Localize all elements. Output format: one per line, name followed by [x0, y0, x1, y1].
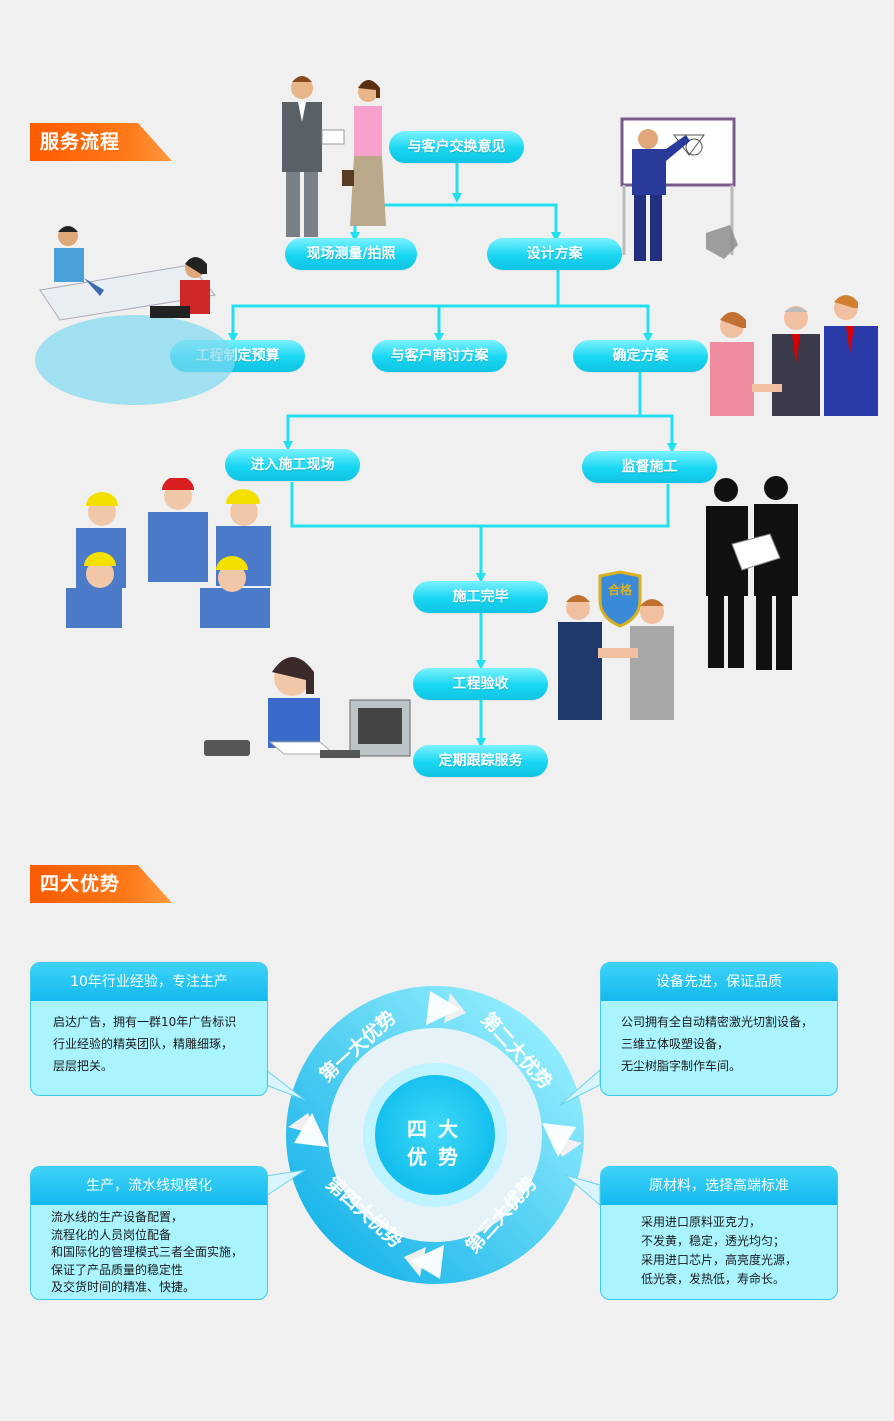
flow-connectors — [228, 163, 677, 748]
advantage-box-experience: 10年行业经验，专注生产 启达广告，拥有一群10年广告标识 行业经验的精英团队，… — [30, 962, 268, 1096]
advantage-box-materials: 原材料，选择高端标准 采用进口原料亚克力， 不发黄，稳定，透光均匀； 采用进口芯… — [600, 1166, 838, 1300]
illustration-handshake-group — [710, 295, 878, 416]
advantage-line: 及交货时间的精准、快捷。 — [51, 1280, 196, 1294]
step-exchange-opinions: 与客户交换意见 — [389, 131, 524, 163]
advantage-line: 和国际化的管理模式三者全面实施， — [51, 1245, 244, 1259]
step-design-plan: 设计方案 — [487, 238, 622, 270]
advantage-line: 不发黄，稳定，透光均匀； — [641, 1234, 786, 1248]
advantage-title: 原材料，选择高端标准 — [601, 1167, 837, 1205]
illustration-construction-workers — [66, 478, 271, 628]
illustration-approval-handshake: 合格 — [558, 570, 674, 720]
step-acceptance: 工程验收 — [413, 668, 548, 700]
illustration-whiteboard-presenter — [620, 117, 738, 261]
advantage-line: 流程化的人员岗位配备 — [51, 1227, 172, 1242]
advantages-ring-diagram: 第一大优势 第二大优势 第三大优势 第四大优势 — [286, 986, 584, 1284]
advantage-title: 10年行业经验，专注生产 — [31, 963, 267, 1001]
qualified-badge-icon — [598, 570, 642, 628]
step-confirm-plan: 确定方案 — [573, 340, 708, 372]
advantage-line: 无尘树脂字制作车间。 — [621, 1059, 742, 1073]
advantage-box-equipment: 设备先进，保证品质 公司拥有全自动精密激光切割设备， 三维立体吸塑设备， 无尘树… — [600, 962, 838, 1096]
step-supervise: 监督施工 — [582, 451, 717, 483]
advantage-line: 启达广告，拥有一群10年广告标识 — [53, 1015, 237, 1029]
step-discuss-plan: 与客户商讨方案 — [372, 340, 507, 372]
advantage-line: 采用进口芯片，高亮度光源， — [641, 1253, 798, 1267]
step-complete: 施工完毕 — [413, 581, 548, 613]
step-site-measure: 现场测量/拍照 — [285, 238, 417, 270]
advantage-line: 采用进口原料亚克力， — [641, 1215, 762, 1229]
center-char-4: 势 — [438, 1145, 458, 1169]
illustration-table-meeting — [35, 226, 235, 405]
advantage-line: 层层把关。 — [53, 1059, 114, 1073]
advantage-line: 三维立体吸塑设备， — [621, 1037, 730, 1051]
advantage-line: 流水线的生产设备配置， — [51, 1210, 184, 1224]
advantage-title: 设备先进，保证品质 — [601, 963, 837, 1001]
advantage-line: 行业经验的精英团队，精雕细琢， — [53, 1037, 234, 1051]
advantage-box-production: 生产，流水线规模化 流水线的生产设备配置， 流程化的人员岗位配备 和国际化的管理… — [30, 1166, 268, 1300]
illustration-supervisors — [706, 476, 798, 670]
advantage-line: 保证了产品质量的稳定性 — [51, 1262, 184, 1277]
center-char-1: 四 — [407, 1117, 427, 1141]
badge-text: 合格 — [608, 582, 633, 597]
center-char-3: 优 — [407, 1145, 427, 1169]
step-enter-site: 进入施工现场 — [225, 449, 360, 481]
advantage-line: 公司拥有全自动精密激光切割设备， — [621, 1015, 814, 1029]
illustration-business-meeting — [282, 76, 386, 237]
advantage-title: 生产，流水线规模化 — [31, 1167, 267, 1205]
advantage-line: 低光衰，发热低，寿命长。 — [641, 1272, 786, 1286]
center-char-2: 大 — [438, 1117, 458, 1141]
illustration-phone-followup — [204, 657, 411, 758]
section-title-advantages: 四大优势 — [30, 865, 172, 903]
step-followup-service: 定期跟踪服务 — [413, 745, 548, 777]
